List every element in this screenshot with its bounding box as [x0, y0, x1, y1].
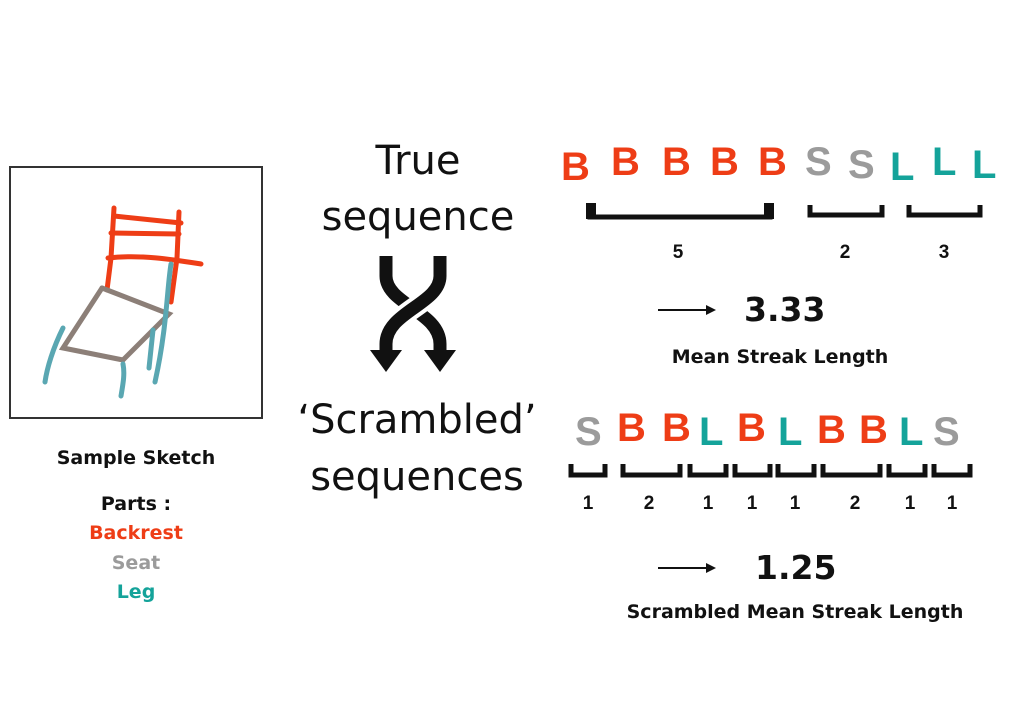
true-sequence-letter-backrest: B: [758, 140, 787, 184]
true-sequence-letter-backrest: B: [662, 140, 691, 184]
true-sequence-letter-leg: L: [932, 140, 957, 184]
sketch-backrest-strokes: [104, 205, 204, 305]
scramble-crossing-arrows-icon: [370, 256, 456, 372]
scrambled-mean-label: Scrambled Mean Streak Length: [626, 601, 964, 623]
true-sequence-letter-backrest: B: [710, 140, 739, 184]
streak-bracket: [775, 464, 817, 478]
true-sequence-letter-seat: S: [805, 140, 832, 184]
scrambled-streak-length: 1: [746, 493, 758, 514]
true-mean-label: Mean Streak Length: [671, 346, 889, 368]
scrambled-sequences-title-line2: sequences: [310, 454, 524, 500]
streak-bracket: [732, 464, 773, 478]
scrambled-streak-length: 2: [849, 493, 861, 514]
scrambled-streak-length: 1: [789, 493, 801, 514]
scrambled-sequences-title-line1: ‘Scrambled’: [297, 397, 537, 443]
streak-bracket: [931, 464, 973, 478]
scrambled-sequence-letter-seat: S: [575, 410, 602, 454]
sketch-caption: Sample Sketch: [56, 447, 216, 469]
scrambled-sequence-letter-backrest: B: [662, 406, 691, 450]
true-mean-arrow-icon: [658, 305, 716, 315]
streak-bracket: [886, 464, 928, 478]
scrambled-sequence-letter-backrest: B: [617, 406, 646, 450]
scrambled-sequence-letter-leg: L: [899, 410, 924, 454]
scrambled-sequence-letter-seat: S: [933, 410, 960, 454]
chair-sketch-image: [42, 205, 204, 399]
streak-bracket: [568, 464, 608, 478]
true-sequence-title-line1: True: [375, 138, 461, 184]
true-streak-brackets: [586, 203, 983, 220]
sample-sketch-frame: [9, 166, 263, 419]
scrambled-sequence-letter-backrest: B: [859, 408, 888, 452]
part-leg-label: Leg: [116, 581, 156, 603]
part-backrest-label: Backrest: [89, 522, 183, 544]
true-sequence-letter-backrest: B: [611, 140, 640, 184]
streak-bracket: [587, 205, 773, 220]
streak-bracket: [820, 464, 883, 478]
streak-bracket: [687, 464, 729, 478]
true-sequence-letter-seat: S: [848, 143, 875, 187]
scrambled-mean-arrow-icon: [658, 563, 716, 573]
scrambled-streak-length: 2: [643, 493, 655, 514]
true-sequence-letter-leg: L: [972, 143, 997, 187]
sketch-leg-strokes: [42, 261, 174, 399]
scrambled-streak-length: 1: [904, 493, 916, 514]
true-streak-length: 3: [938, 242, 950, 263]
scrambled-sequence-letter-leg: L: [699, 410, 724, 454]
scrambled-streak-length: 1: [582, 493, 594, 514]
part-seat-label: Seat: [111, 552, 161, 574]
true-streak-length: 5: [672, 242, 684, 263]
scrambled-mean-value: 1.25: [755, 548, 837, 587]
scrambled-sequence-letter-backrest: B: [817, 408, 846, 452]
streak-bracket: [807, 205, 885, 218]
scrambled-sequence-letter-leg: L: [778, 410, 803, 454]
scrambled-streak-length: 1: [946, 493, 958, 514]
parts-title: Parts :: [100, 493, 172, 515]
streak-bracket: [906, 205, 983, 218]
true-sequence-title-line2: sequence: [321, 194, 515, 240]
true-sequence-letter-leg: L: [890, 145, 915, 189]
scrambled-streak-length: 1: [702, 493, 714, 514]
true-mean-value: 3.33: [744, 290, 826, 329]
true-sequence-letter-backrest: B: [561, 145, 590, 189]
scrambled-streak-brackets: [568, 464, 973, 478]
sketch-seat-strokes: [58, 285, 174, 363]
true-streak-length: 2: [839, 242, 851, 263]
scrambled-sequence-letter-backrest: B: [737, 406, 766, 450]
streak-bracket: [620, 464, 683, 478]
